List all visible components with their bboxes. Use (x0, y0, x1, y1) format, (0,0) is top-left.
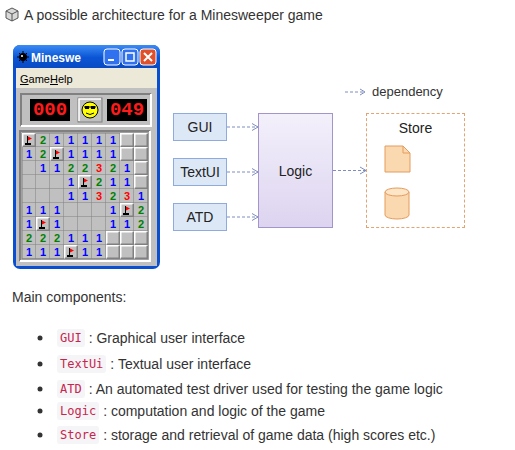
component-box: ATD (173, 203, 227, 231)
box-label: GUI (188, 118, 213, 136)
menu-item: Game (20, 72, 50, 86)
cell-number: 2 (134, 203, 148, 217)
timer-counter: 049 (107, 99, 147, 121)
cell-number: 1 (50, 161, 64, 175)
cell-number: 2 (64, 161, 78, 175)
window-title: Mineswe (31, 50, 81, 66)
component-description: : Textual user interface (110, 355, 251, 373)
cell-number: 3 (92, 189, 106, 203)
legend-sample-arrow (345, 89, 365, 95)
component-name: ATD (57, 380, 85, 398)
cell-number: 1 (50, 217, 64, 231)
dependency-line (333, 170, 366, 171)
cell-number: 1 (92, 133, 106, 147)
legend-label: dependency (372, 84, 443, 100)
component-description: : An automated test driver used for test… (89, 380, 443, 398)
cell-number: 2 (106, 161, 120, 175)
list-item: ATD: An automated test driver used for t… (57, 380, 443, 398)
component-name: Logic (57, 402, 99, 420)
dependency-arrow (227, 169, 258, 176)
cell-number: 1 (22, 217, 36, 231)
cell-number: 2 (106, 189, 120, 203)
cell-number: 1 (64, 175, 78, 189)
list-item: GUI: Graphical user interface (57, 329, 245, 347)
cell-number: 1 (64, 133, 78, 147)
component-description: : Graphical user interface (89, 329, 245, 347)
dependency-arrow (227, 124, 258, 131)
cell-number: 1 (92, 231, 106, 245)
minesweeper-screenshot (13, 45, 160, 269)
cell-number: 1 (50, 133, 64, 147)
cell-number: 2 (22, 231, 36, 245)
cell-number: 1 (22, 203, 36, 217)
cell-number: 1 (78, 245, 92, 259)
bullet-points (38, 336, 43, 438)
list-item: Logic: computation and logic of the game (57, 402, 325, 420)
cell-number: 2 (134, 217, 148, 231)
cell-number: 1 (78, 133, 92, 147)
cell-number: 1 (106, 133, 120, 147)
cell-number: 1 (78, 147, 92, 161)
cell-number: 1 (50, 203, 64, 217)
component-box: GUI (173, 113, 227, 141)
dependency-arrow (333, 167, 366, 174)
cell-number: 1 (106, 147, 120, 161)
component-box: TextUI (173, 158, 227, 186)
box-label: TextUI (180, 163, 220, 181)
cell-number: 2 (36, 133, 50, 147)
cell-number: 1 (50, 245, 64, 259)
cell-number: 2 (50, 231, 64, 245)
dependency-line (227, 127, 258, 128)
store-container: Store (366, 113, 465, 228)
list-item: TextUi: Textual user interface (57, 355, 251, 373)
box-label: Store (399, 119, 432, 137)
cell-number: 1 (78, 231, 92, 245)
cell-number: 1 (120, 217, 134, 231)
cell-number: 1 (106, 175, 120, 189)
cell-number: 1 (92, 245, 106, 259)
file-icon (385, 146, 410, 172)
cell-number: 1 (36, 161, 50, 175)
cell-number: 1 (120, 161, 134, 175)
package-icon (6, 8, 18, 21)
cell-number: 1 (78, 189, 92, 203)
component-name: Store (57, 426, 99, 444)
cell-number: 1 (92, 147, 106, 161)
page-heading: A possible architecture for a Minesweepe… (24, 6, 323, 24)
cell-number: 1 (134, 189, 148, 203)
section-heading: Main components: (12, 288, 126, 306)
menu-item: Help (50, 72, 73, 86)
cell-number: 2 (36, 231, 50, 245)
component-name: GUI (57, 329, 85, 347)
cell-number: 1 (106, 217, 120, 231)
cell-number: 1 (22, 245, 36, 259)
dependency-line (227, 217, 258, 218)
mine-counter: 000 (30, 99, 70, 121)
cell-number: 2 (78, 161, 92, 175)
database-icon (385, 188, 409, 219)
dependency-line (227, 172, 258, 173)
component-description: : storage and retrieval of game data (hi… (103, 426, 435, 444)
cell-number: 1 (106, 203, 120, 217)
cell-number: 2 (36, 147, 50, 161)
logic-box: Logic (258, 113, 333, 228)
dependency-arrow (227, 214, 258, 221)
cell-number: 1 (22, 147, 36, 161)
box-label: ATD (187, 208, 214, 226)
component-name: TextUi (57, 355, 106, 373)
cell-number: 1 (64, 231, 78, 245)
box-label: Logic (279, 162, 312, 180)
cell-number: 2 (92, 175, 106, 189)
cell-number: 3 (120, 189, 134, 203)
cell-number: 1 (36, 203, 50, 217)
list-item: Store: storage and retrieval of game dat… (57, 426, 435, 444)
cell-number: 3 (92, 161, 106, 175)
cell-number: 1 (64, 147, 78, 161)
component-description: : computation and logic of the game (103, 402, 325, 420)
cell-number: 1 (120, 175, 134, 189)
cell-number: 1 (36, 245, 50, 259)
cell-number: 1 (64, 189, 78, 203)
